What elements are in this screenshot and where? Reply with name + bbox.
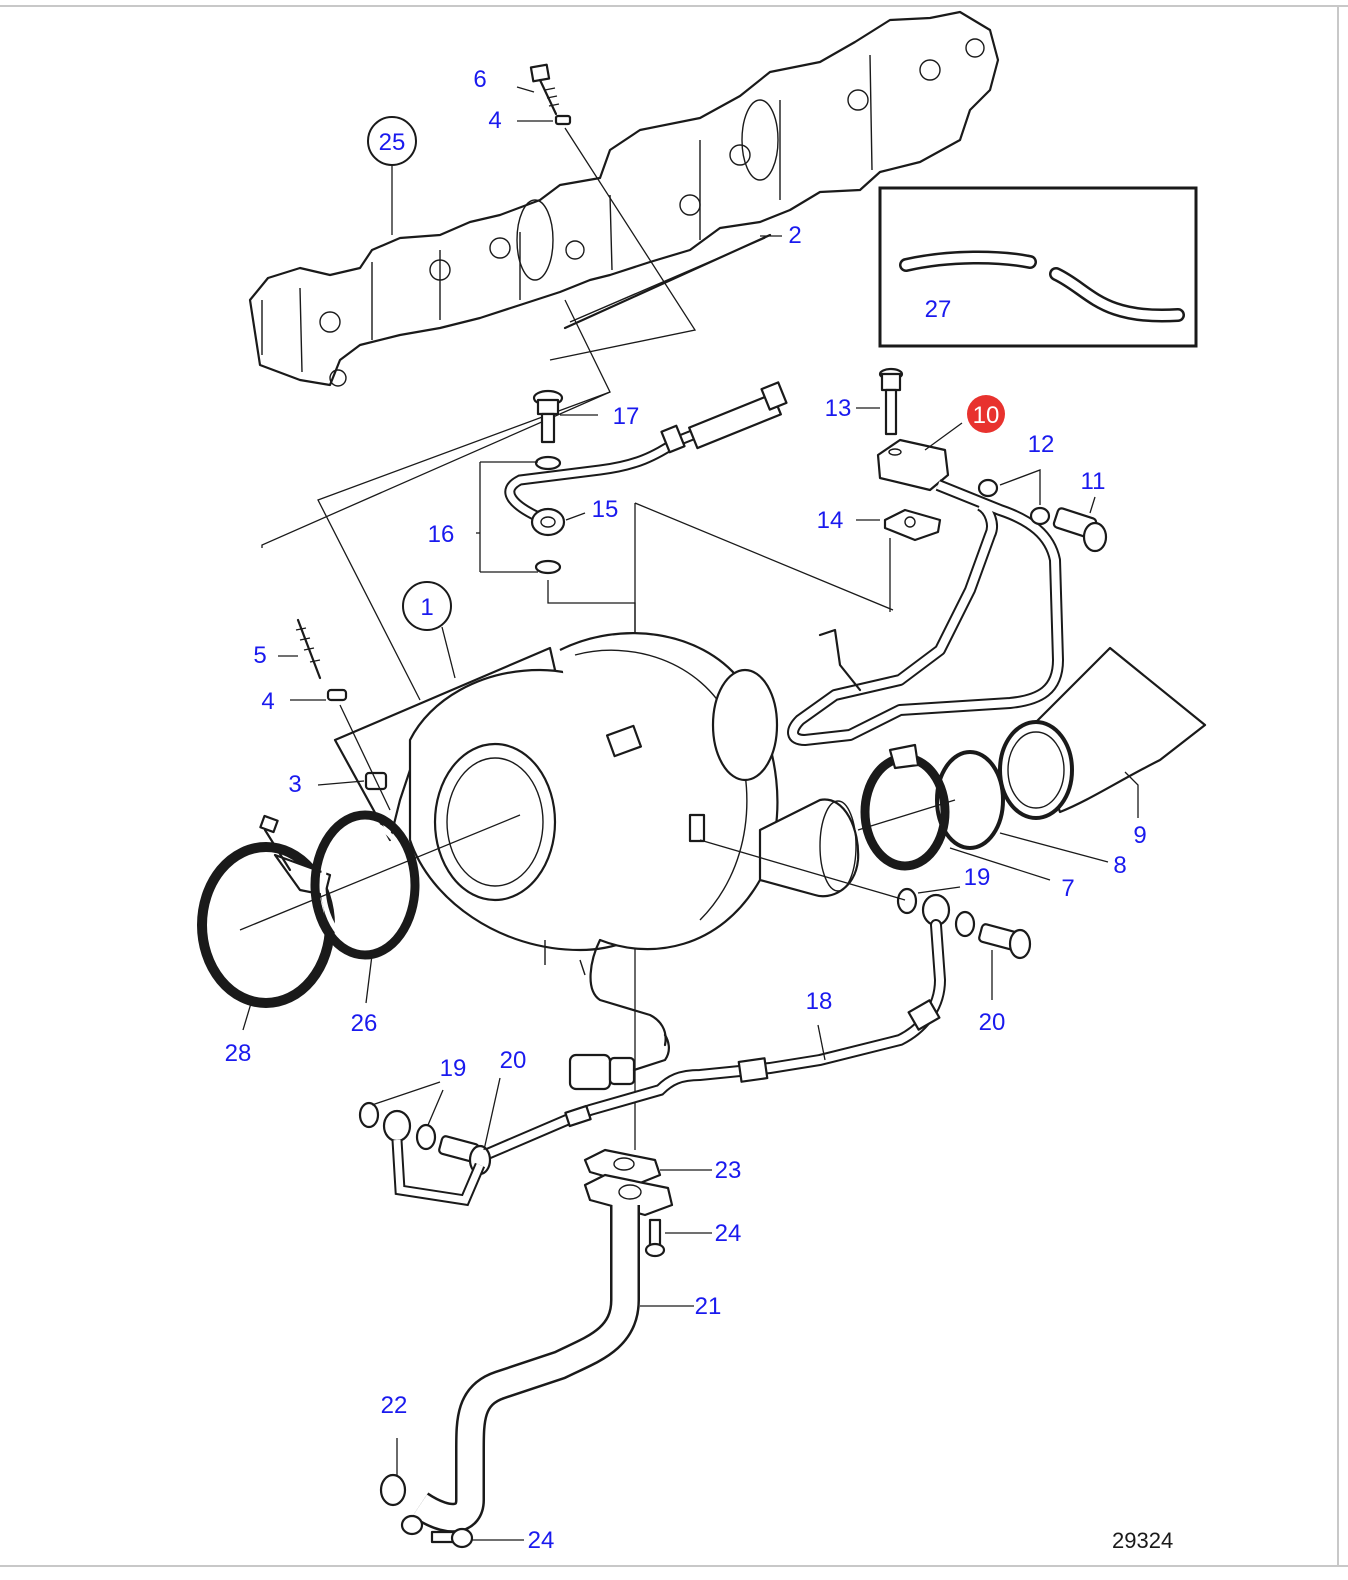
- callout-8[interactable]: 8: [1113, 852, 1126, 879]
- leader-stud-line: [339, 704, 391, 811]
- callout-24a[interactable]: 24: [715, 1220, 742, 1247]
- banjo-bolt-11[interactable]: [1052, 507, 1108, 553]
- flange-ring-26[interactable]: [310, 810, 420, 960]
- callout-27[interactable]: 27: [925, 296, 952, 323]
- bolt-24-upper[interactable]: [644, 1218, 666, 1258]
- callout-23[interactable]: 23: [715, 1157, 742, 1184]
- v-clamp-28[interactable]: [197, 814, 335, 1008]
- callout-21[interactable]: 21: [695, 1293, 722, 1320]
- axis-line-outlet: [857, 799, 956, 831]
- callout-22[interactable]: 22: [381, 1392, 408, 1419]
- callout-1[interactable]: 1: [420, 594, 433, 621]
- callout-18[interactable]: 18: [806, 988, 833, 1015]
- banjo-left[interactable]: [382, 1109, 412, 1143]
- callout-28[interactable]: 28: [225, 1040, 252, 1067]
- washer-19-right-b[interactable]: [954, 910, 976, 938]
- sensor-connector[interactable]: [568, 1033, 670, 1091]
- banjo-bolt-20-left[interactable]: [438, 1135, 492, 1176]
- callout-9[interactable]: 9: [1133, 822, 1146, 849]
- leader-19-turbo: [699, 839, 906, 901]
- callout-14[interactable]: 14: [817, 507, 844, 534]
- coolant-pipe-left-core: [393, 1139, 484, 1204]
- drawing-reference-number: 29324: [1112, 1528, 1173, 1553]
- callout-19b[interactable]: 19: [964, 864, 991, 891]
- callout-circle-1: [402, 581, 452, 631]
- sealing-washer-lower[interactable]: [534, 559, 562, 575]
- washer-19-left-b[interactable]: [415, 1123, 437, 1151]
- banjo-fitting[interactable]: [530, 507, 566, 537]
- callout-15[interactable]: 15: [592, 496, 619, 523]
- washer-4-lower[interactable]: [326, 688, 348, 702]
- callout-10[interactable]: 10: [973, 402, 1000, 429]
- bolt-24-lower[interactable]: [400, 1514, 474, 1549]
- manifold-leader-lines: [261, 127, 697, 701]
- manifold-gasket-edge: [569, 237, 766, 323]
- callout-circle-25: [367, 116, 417, 166]
- leader-12: [999, 469, 1041, 505]
- callout-4b[interactable]: 4: [261, 688, 274, 715]
- oil-pipe-flange[interactable]: [876, 438, 950, 492]
- bracket-16: [479, 461, 538, 573]
- washer-19-right-a[interactable]: [896, 887, 918, 915]
- callout-24b[interactable]: 24: [528, 1527, 555, 1554]
- callout-16[interactable]: 16: [428, 521, 455, 548]
- callout-12[interactable]: 12: [1028, 431, 1055, 458]
- manifold-washer[interactable]: [554, 114, 572, 126]
- turbocharger[interactable]: [333, 632, 860, 1047]
- axis-line-inlet: [239, 814, 521, 931]
- oil-drain-pipe-21[interactable]: [411, 1205, 640, 1533]
- callout-2[interactable]: 2: [788, 222, 801, 249]
- washer-19-left-a[interactable]: [358, 1101, 380, 1129]
- v-clamp-7[interactable]: [860, 743, 950, 871]
- washer-12a[interactable]: [977, 478, 999, 498]
- stud-5[interactable]: [295, 618, 322, 680]
- manifold-stud[interactable]: [529, 63, 560, 116]
- callout-19a[interactable]: 19: [440, 1055, 467, 1082]
- hose-kit-inset[interactable]: [878, 186, 1198, 348]
- callout-11[interactable]: 11: [1081, 468, 1106, 495]
- callout-5[interactable]: 5: [253, 642, 266, 669]
- drain-flange[interactable]: [583, 1173, 674, 1217]
- callout-20a[interactable]: 20: [979, 1009, 1006, 1036]
- coolant-pipe-18[interactable]: [479, 919, 947, 1161]
- bolt-13[interactable]: [878, 367, 904, 436]
- outlet-adapter-9[interactable]: [998, 646, 1207, 820]
- oil-feed-pipe[interactable]: [504, 381, 788, 526]
- washer-12b[interactable]: [1029, 506, 1051, 526]
- banjo-bolt[interactable]: [532, 389, 564, 444]
- callout-17[interactable]: 17: [613, 403, 640, 430]
- callout-leaders: [242, 86, 1139, 1541]
- o-ring-22[interactable]: [379, 1473, 407, 1507]
- drain-gasket-23[interactable]: [583, 1148, 662, 1187]
- callout-13[interactable]: 13: [825, 395, 852, 422]
- oil-return-pipe[interactable]: [787, 479, 1064, 746]
- callout-7[interactable]: 7: [1061, 875, 1074, 902]
- leader-16-turbo: [547, 580, 636, 640]
- highlight-circle-10: [967, 395, 1005, 433]
- sealing-washer-upper[interactable]: [534, 455, 562, 471]
- callout-6[interactable]: 6: [473, 66, 486, 93]
- callout-25[interactable]: 25: [379, 129, 406, 156]
- exhaust-manifold[interactable]: [248, 10, 1000, 387]
- callout-3[interactable]: 3: [288, 771, 301, 798]
- o-ring-8[interactable]: [935, 750, 1005, 850]
- callout-20b[interactable]: 20: [500, 1047, 527, 1074]
- callout-26[interactable]: 26: [351, 1010, 378, 1037]
- flange-gasket[interactable]: [883, 508, 942, 542]
- callout-4a[interactable]: 4: [488, 107, 501, 134]
- banjo-bolt-20-right[interactable]: [978, 923, 1032, 960]
